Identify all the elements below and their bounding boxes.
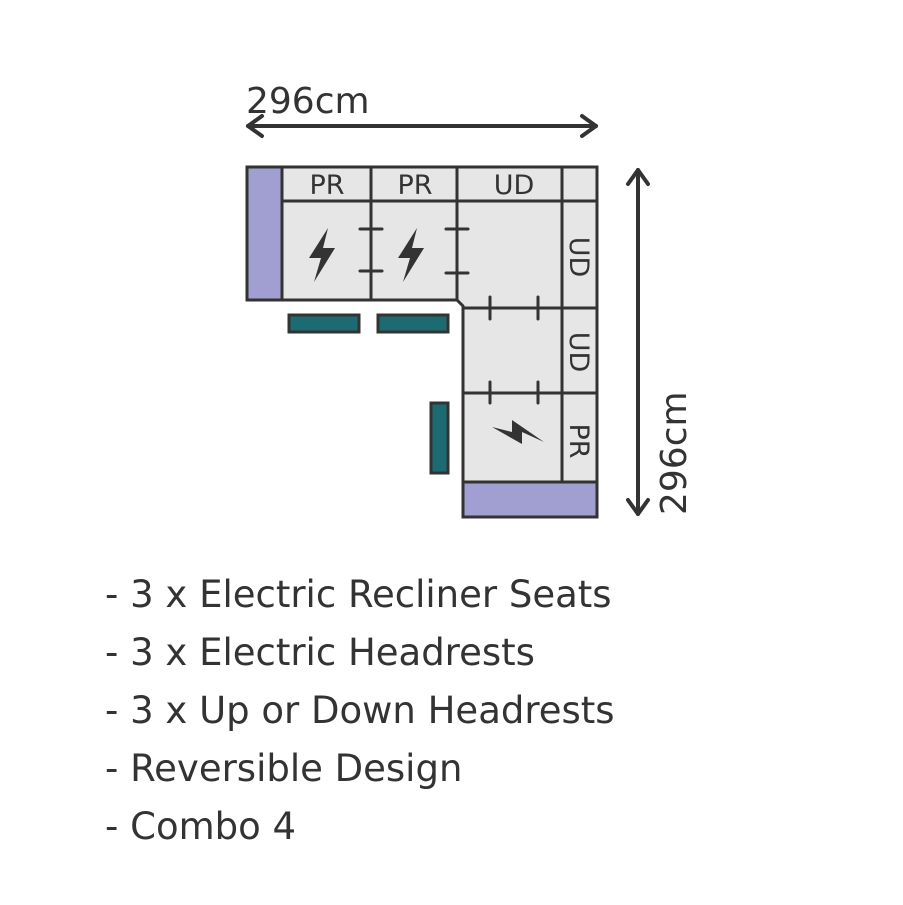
depth-dimension: 296cm [626, 168, 695, 516]
feature-item: - Reversible Design [105, 747, 463, 790]
connector-icon [488, 380, 540, 405]
connector-icon [488, 295, 540, 321]
headrest-top-1 [280, 165, 373, 203]
headrest-label-top-3: UD [494, 170, 535, 201]
feature-item: - 3 x Electric Recliner Seats [105, 573, 612, 616]
footrest-3 [429, 401, 450, 475]
headrest-label-side-2: UD [563, 332, 594, 373]
width-label: 296cm [246, 81, 370, 122]
headrest-label-top-2: PR [397, 170, 432, 201]
lightning-bolt-icon [492, 420, 544, 444]
feature-item: - Combo 4 [105, 805, 297, 848]
width-double-arrow-icon [246, 114, 598, 138]
feature-item: - 3 x Electric Headrests [105, 631, 535, 674]
headrest-side-1 [560, 199, 599, 310]
corner-seat [455, 199, 564, 310]
lightning-bolt-icon [398, 228, 424, 282]
depth-label: 296cm [654, 391, 695, 515]
seat-side-1 [461, 306, 564, 395]
feature-item: - 3 x Up or Down Headrests [105, 689, 615, 732]
footrest-2 [376, 313, 450, 334]
sofa-body [245, 165, 599, 519]
headrest-side-3 [560, 391, 599, 484]
left-arm [245, 165, 284, 302]
headrest-label-top-1: PR [309, 170, 344, 201]
depth-double-arrow-icon [626, 168, 650, 516]
features-list: - 3 x Electric Recliner Seats - 3 x Elec… [105, 566, 615, 856]
connector-icon [358, 227, 384, 273]
headrest-side-2 [560, 306, 599, 395]
headrest-label-side-1: UD [563, 237, 594, 278]
connector-icon [444, 227, 470, 275]
headrest-top-3 [455, 165, 564, 203]
corner-back [560, 165, 599, 203]
headrest-labels: PR PR UD UD UD PR [309, 170, 594, 459]
lightning-bolt-icon [309, 228, 335, 282]
seat-top-1 [280, 199, 373, 302]
sofa-layout-diagram: 296cm 296cm [245, 81, 695, 519]
width-dimension: 296cm [246, 81, 598, 138]
headrest-label-side-3: PR [563, 423, 594, 458]
footrest-1 [287, 313, 361, 334]
bottom-arm [461, 480, 599, 519]
